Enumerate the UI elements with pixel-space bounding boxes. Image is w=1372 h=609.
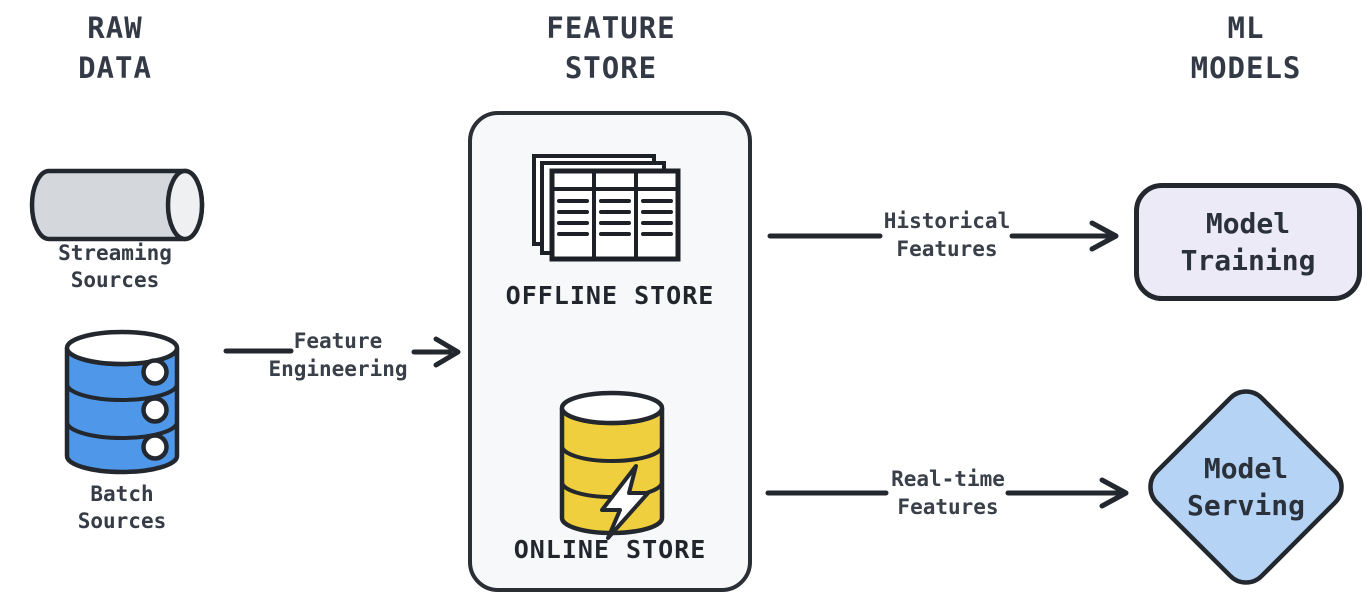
historical-features-edge-label: Historical Features: [883, 209, 1011, 261]
model-serving-label: Model Serving: [1186, 452, 1305, 522]
model-serving-diamond: [1148, 389, 1344, 585]
online-store-label: ONLINE STORE: [513, 535, 707, 564]
offline-store-tables-icon: [532, 154, 681, 262]
online-store-database-icon: [559, 390, 665, 540]
raw-data-title: RAW DATA: [78, 11, 152, 85]
batch-sources-database-icon: [64, 329, 180, 475]
lightning-bolt-icon: [600, 464, 650, 540]
streaming-sources-label: Streaming Sources: [58, 241, 172, 292]
offline-store-label: OFFLINE STORE: [505, 281, 715, 310]
ml-models-title: ML MODELS: [1190, 11, 1302, 85]
real-time-features-edge-label: Real-time Features: [891, 467, 1005, 519]
feature-engineering-edge-label: Feature Engineering: [268, 329, 408, 381]
streaming-sources-cylinder-icon: [29, 168, 205, 242]
feature-engineering-arrowhead-icon: [433, 336, 461, 368]
historical-features-arrowhead-icon: [1089, 220, 1119, 252]
batch-sources-label: Batch Sources: [77, 482, 167, 533]
model-training-node: Model Training: [1134, 183, 1362, 301]
feature-store-title: FEATURE STORE: [546, 11, 676, 85]
real-time-features-arrowhead-icon: [1099, 477, 1129, 509]
